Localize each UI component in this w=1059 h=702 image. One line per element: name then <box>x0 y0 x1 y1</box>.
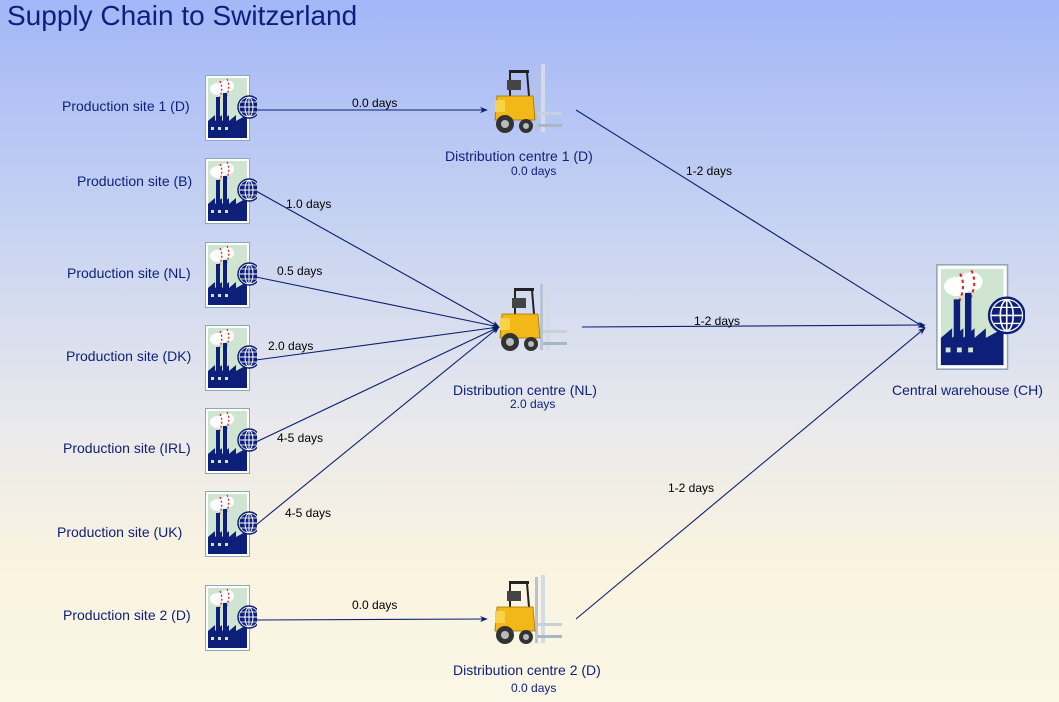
edge-puk-dnl <box>255 326 500 526</box>
distribution-centre-time: 0.0 days <box>511 681 557 695</box>
edge-label-puk-dnl: 4-5 days <box>285 506 331 520</box>
edge-p2-d2 <box>254 615 488 623</box>
edge-d1-ch <box>575 109 926 329</box>
distribution-centre-time: 0.0 days <box>511 164 557 178</box>
production-site-label: Production site (DK) <box>66 348 192 364</box>
factory-globe-icon <box>199 242 261 308</box>
production-site-label: Production site (IRL) <box>63 440 191 456</box>
forklift-icon <box>487 62 567 144</box>
edge-label-p2-d2: 0.0 days <box>352 598 397 612</box>
production-site-label: Production site (UK) <box>57 524 183 540</box>
edge-pdk-dnl <box>255 324 500 361</box>
warehouse-label: Central warehouse (CH) <box>892 382 1043 398</box>
edge-label-p1-d1: 0.0 days <box>352 96 397 110</box>
edge-label-pdk-dnl: 2.0 days <box>268 339 313 353</box>
production-site-label: Production site 1 (D) <box>62 98 190 114</box>
edge-pb-dnl <box>255 190 500 328</box>
forklift-icon <box>492 280 572 362</box>
factory-globe-icon <box>921 264 1026 370</box>
distribution-centre-label: Distribution centre (NL) <box>453 382 597 398</box>
forklift-icon <box>487 573 567 655</box>
edge-dnl-ch <box>581 321 926 329</box>
edge-d2-ch <box>575 327 926 620</box>
diagram-title: Supply Chain to Switzerland <box>7 0 358 31</box>
factory-globe-icon <box>199 585 261 651</box>
distribution-centre-label: Distribution centre 1 (D) <box>445 148 593 164</box>
factory-globe-icon <box>199 158 261 224</box>
factory-globe-icon <box>199 408 261 474</box>
distribution-centre-label: Distribution centre 2 (D) <box>453 662 601 678</box>
edge-pnl-dnl <box>255 276 500 329</box>
factory-globe-icon <box>199 75 261 141</box>
edge-label-d1-ch: 1-2 days <box>686 164 732 178</box>
edge-label-dnl-ch: 1-2 days <box>694 314 740 328</box>
distribution-centre-time: 2.0 days <box>510 397 556 411</box>
edge-label-d2-ch: 1-2 days <box>668 481 714 495</box>
factory-globe-icon <box>199 491 261 557</box>
factory-globe-icon <box>199 325 261 391</box>
production-site-label: Production site (NL) <box>67 265 191 281</box>
production-site-label: Production site (B) <box>77 173 193 189</box>
edge-label-pnl-dnl: 0.5 days <box>277 264 322 278</box>
edge-pirl-dnl <box>255 326 500 443</box>
edge-label-pirl-dnl: 4-5 days <box>277 431 323 445</box>
edge-label-pb-dnl: 1.0 days <box>286 197 331 211</box>
production-site-label: Production site 2 (D) <box>63 607 191 623</box>
